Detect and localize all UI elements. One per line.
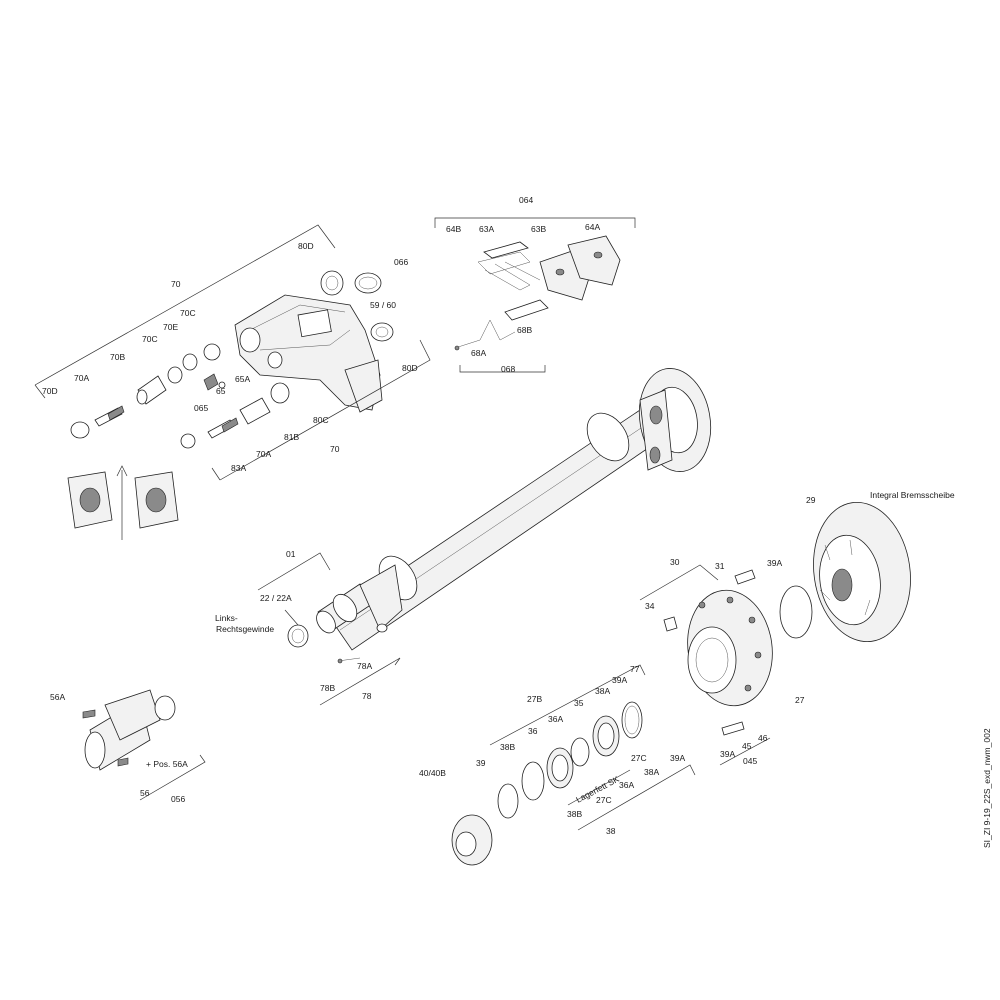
label-46: 46 bbox=[758, 733, 768, 743]
label-40-40B: 40/40B bbox=[419, 768, 446, 778]
label-34: 34 bbox=[645, 601, 655, 611]
caliper-callout-lines bbox=[34, 224, 431, 481]
label-064: 064 bbox=[519, 195, 533, 205]
axle-callouts bbox=[257, 552, 401, 706]
label-81B: 81B bbox=[284, 432, 299, 442]
label-39A-top: 39A bbox=[767, 558, 782, 568]
label-63A: 63A bbox=[479, 224, 494, 234]
label-65A: 65A bbox=[235, 374, 250, 384]
label-80C: 80C bbox=[313, 415, 329, 425]
label-70-bottom: 70 bbox=[330, 444, 340, 454]
bracket-assembly-056 bbox=[82, 689, 206, 801]
label-59-60: 59 / 60 bbox=[370, 300, 396, 310]
label-38: 38 bbox=[606, 826, 616, 836]
label-38A-a: 38A bbox=[595, 686, 610, 696]
brake-disc-29 bbox=[813, 501, 911, 643]
label-78: 78 bbox=[362, 691, 372, 701]
label-70A-b: 70A bbox=[256, 449, 271, 459]
label-22-22A: 22 / 22A bbox=[260, 593, 292, 603]
caliper-assembly bbox=[70, 270, 394, 449]
label-30: 30 bbox=[670, 557, 680, 567]
label-70E: 70E bbox=[163, 322, 178, 332]
label-35: 35 bbox=[574, 698, 584, 708]
label-39A-c: 39A bbox=[670, 753, 685, 763]
gasket-39A bbox=[779, 585, 813, 639]
label-38B-b: 38B bbox=[567, 809, 582, 819]
label-63B: 63B bbox=[531, 224, 546, 234]
pad-kit bbox=[434, 217, 636, 373]
label-068: 068 bbox=[501, 364, 515, 374]
label-70-top: 70 bbox=[171, 279, 181, 289]
label-38A-b: 38A bbox=[644, 767, 659, 777]
label-29: 29 bbox=[806, 495, 816, 505]
label-056: 056 bbox=[171, 794, 185, 804]
label-36A-b: 36A bbox=[619, 780, 634, 790]
label-pos56A: + Pos. 56A bbox=[146, 759, 188, 769]
label-36A-a: 36A bbox=[548, 714, 563, 724]
label-64A: 64A bbox=[585, 222, 600, 232]
label-70B: 70B bbox=[110, 352, 125, 362]
label-65: 65 bbox=[216, 386, 226, 396]
label-78B: 78B bbox=[320, 683, 335, 693]
label-45: 45 bbox=[742, 741, 752, 751]
label-39A-d: 39A bbox=[720, 749, 735, 759]
label-68B: 68B bbox=[517, 325, 532, 335]
label-rechtsgewinde: Rechtsgewinde bbox=[216, 624, 274, 634]
label-065: 065 bbox=[194, 403, 208, 413]
label-70C-a: 70C bbox=[180, 308, 196, 318]
bearing-set bbox=[451, 664, 771, 866]
label-80D-right: 80D bbox=[402, 363, 418, 373]
label-31: 31 bbox=[715, 561, 725, 571]
label-39: 39 bbox=[476, 758, 486, 768]
label-70D: 70D bbox=[42, 386, 58, 396]
orientation-inset bbox=[67, 465, 179, 540]
label-83A: 83A bbox=[231, 463, 246, 473]
label-80D-top: 80D bbox=[298, 241, 314, 251]
label-70C-b: 70C bbox=[142, 334, 158, 344]
label-01: 01 bbox=[286, 549, 296, 559]
label-27C-b: 27C bbox=[596, 795, 612, 805]
label-70A-a: 70A bbox=[74, 373, 89, 383]
label-integral-bremsscheibe: Integral Bremsscheibe bbox=[870, 490, 955, 500]
label-066: 066 bbox=[394, 257, 408, 267]
label-38B-a: 38B bbox=[500, 742, 515, 752]
wheel-hub-27 bbox=[639, 564, 773, 707]
label-56A: 56A bbox=[50, 692, 65, 702]
drawing-id: SI_ZI 9-19_22S_exd_nwm_002 bbox=[982, 728, 992, 848]
label-045: 045 bbox=[743, 756, 757, 766]
label-39A-b: 39A bbox=[612, 675, 627, 685]
label-27C-a: 27C bbox=[631, 753, 647, 763]
label-64B: 64B bbox=[446, 224, 461, 234]
label-links: Links- bbox=[215, 613, 238, 623]
label-68A: 68A bbox=[471, 348, 486, 358]
label-27B: 27B bbox=[527, 694, 542, 704]
label-56: 56 bbox=[140, 788, 150, 798]
label-78A: 78A bbox=[357, 661, 372, 671]
label-36: 36 bbox=[528, 726, 538, 736]
axle-beam bbox=[316, 368, 712, 651]
label-27: 27 bbox=[795, 695, 805, 705]
label-77: 77 bbox=[630, 664, 640, 674]
